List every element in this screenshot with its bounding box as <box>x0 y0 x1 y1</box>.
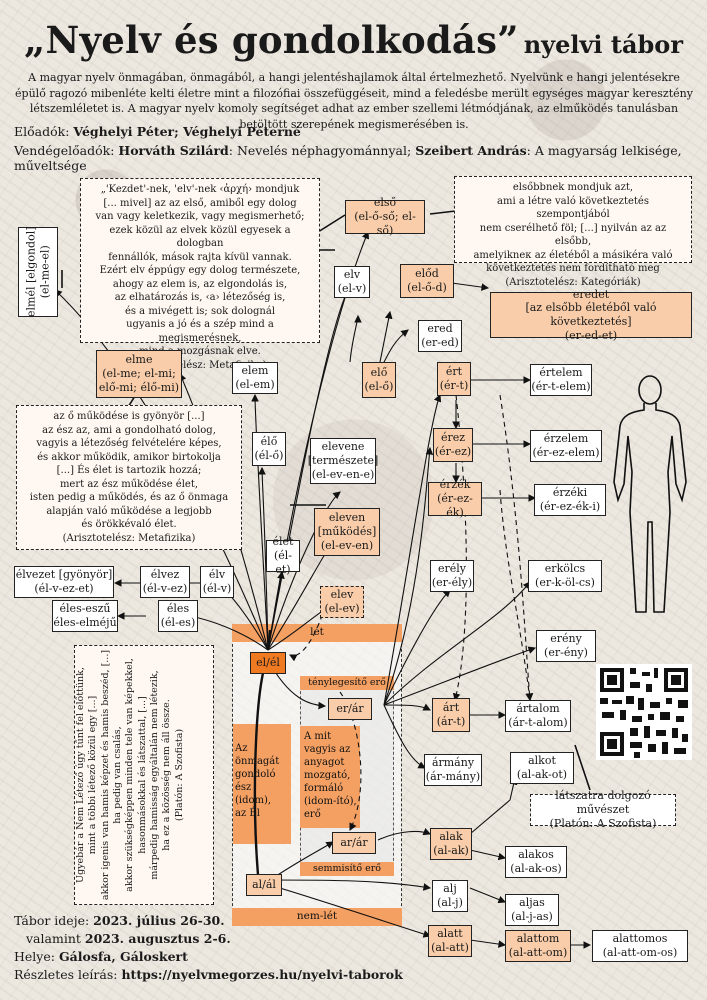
node-ertelem: értelem(ér-t-elem) <box>530 364 592 396</box>
time-1: 2023. július 26-30. <box>93 913 225 928</box>
also-label: valamint <box>26 931 81 946</box>
node-erzeki: érzéki(ér-ez-ék-i) <box>534 484 606 516</box>
guests-line: Vendégelőadók: Horváth Szilárd: Nevelés … <box>14 143 707 173</box>
time-2: 2023. augusztus 2-6. <box>84 931 231 946</box>
amit-zone <box>300 726 360 828</box>
node-alatt: alatt(al-att) <box>428 925 472 957</box>
qr-code-icon[interactable] <box>596 664 692 760</box>
node-elmel: elmél [elgondol](el-me-el) <box>18 227 58 317</box>
place-value: Gálosfa, Gáloskert <box>58 949 188 964</box>
time-label: Tábor ideje: <box>14 913 90 928</box>
node-ert: ért(ér-t) <box>437 362 471 396</box>
let-band <box>232 624 402 642</box>
node-latszatra: látszatra dolgozó művészet(Platón: A Szo… <box>530 789 676 830</box>
guests-label: Vendégelőadók: <box>14 143 115 158</box>
intro-text: A magyar nyelv önmagában, önmagából, a h… <box>15 71 693 131</box>
node-artalom: ártalom(ár-t-alom) <box>505 700 571 732</box>
node-erkolcs: erkölcs(er-k-öl-cs) <box>528 560 602 592</box>
node-eles: éles(él-es) <box>158 600 198 632</box>
node-erzelem: érzelem(ér-ez-elem) <box>530 430 602 462</box>
speakers-line: Előadók: Véghelyi Péter; Véghelyi Pétern… <box>14 124 301 139</box>
node-elo: elő(el-ő) <box>362 362 396 398</box>
quote-platon-szofista: Ugyebár a Nem Létező úgy tűnt fel előttü… <box>74 645 214 905</box>
node-elv2: élv(él-v) <box>200 566 234 598</box>
quote-arisztotelesz-kezdet: „'Kezdet'-nek, 'elv'-nek ‹ἀρχή› mondjuk[… <box>80 178 320 371</box>
nemlet-label: nem-lét <box>296 910 338 922</box>
node-ereny: erény(er-ény) <box>536 630 596 662</box>
details-label: Részletes leírás: <box>14 967 118 982</box>
node-alakos: alakos(al-ak-os) <box>505 846 567 878</box>
node-elme: elme(el-me; el-mi;elő-mi; élő-mi) <box>96 350 182 398</box>
node-ered: ered(er-ed) <box>418 320 462 352</box>
node-ar-ar: ar/ár <box>332 832 376 854</box>
node-alattomos: alattomos(al-att-om-os) <box>592 930 688 962</box>
node-el-el: el/él <box>250 652 286 674</box>
node-elvez: élvez(él-v-ez) <box>140 566 190 598</box>
node-alj: alj(al-j) <box>432 880 468 912</box>
node-elv: elv(el-v) <box>334 266 370 298</box>
node-elod: előd(el-ő-d) <box>400 264 454 298</box>
node-armany: ármány(ár-mány) <box>424 754 482 786</box>
node-erzek: érzék(ér-ez-ék) <box>428 478 482 519</box>
node-alak: alak(al-ak) <box>430 828 472 860</box>
tenyleg-label: ténylegesítő erő <box>308 677 386 688</box>
node-eleven: eleven[működés](el-ev-en) <box>314 508 380 556</box>
title-sub: nyelvi tábor <box>523 30 683 59</box>
quote-arisztotelesz-kategoriak: elsőbbnek mondjuk azt,ami a létre való k… <box>454 176 692 288</box>
node-erely: erély(er-ély) <box>430 560 474 592</box>
footer-time2: valamint 2023. augusztus 2-6. <box>26 930 231 948</box>
node-elevene: elevene[természete](el-ev-en-e) <box>308 438 378 484</box>
guest2-name: Szeibert András <box>415 143 527 158</box>
semmisito-label: semmisítő erő <box>313 863 381 874</box>
node-elvezet: élvezet [gyönyör](él-v-ez-et) <box>14 566 114 598</box>
details-link[interactable]: https://nyelvmegorzes.hu/nyelvi-taborok <box>121 967 403 982</box>
node-al-al: al/ál <box>246 874 282 896</box>
onmagat-zone <box>233 724 291 844</box>
title-main: „Nyelv és gondolkodás” <box>24 18 519 62</box>
node-elso: első(el-ő-ső; el-ső) <box>345 196 425 237</box>
footer-details: Részletes leírás: https://nyelvmegorzes.… <box>14 966 403 984</box>
guest1-topic: : Nevelés néphagyománnyal; <box>228 143 412 158</box>
node-eredet: eredet[az elsőbb életéből való következt… <box>490 288 692 342</box>
quote-arisztotelesz-mukodes: az ő működése is gyönyör [...]az ész az,… <box>16 405 242 550</box>
node-art: árt(ár-t) <box>432 698 470 732</box>
speakers-label: Előadók: <box>14 124 70 139</box>
footer-place: Helye: Gálosfa, Gáloskert <box>14 948 188 966</box>
node-alattom: alattom(al-att-om) <box>505 930 571 962</box>
footer-time: Tábor ideje: 2023. július 26-30. <box>14 912 225 930</box>
node-elo-el: élő(él-ő) <box>252 432 286 466</box>
place-label: Helye: <box>14 949 55 964</box>
human-figure-icon <box>613 375 687 613</box>
semmisito-band <box>300 862 394 876</box>
speakers-names: Véghelyi Péter; Véghelyi Péterné <box>73 124 301 139</box>
page-title: „Nyelv és gondolkodás” nyelvi tábor <box>0 18 707 62</box>
tenyleg-band <box>300 676 394 690</box>
node-elev: elev(el-ev) <box>320 586 364 618</box>
node-elem: elem(el-em) <box>232 362 278 394</box>
guest2-topic: : A magyarság lelkisége, műveltsége <box>14 143 682 173</box>
node-elet: élet(él-et) <box>266 535 300 576</box>
node-erez: érez(ér-ez) <box>433 428 473 462</box>
guest1-name: Horváth Szilárd <box>118 143 229 158</box>
node-er-ar: er/ár <box>328 698 372 720</box>
nemlet-band <box>232 908 402 926</box>
node-aljas: aljas(al-j-as) <box>505 894 559 926</box>
node-alkot: alkot(al-ak-ot) <box>510 752 574 784</box>
